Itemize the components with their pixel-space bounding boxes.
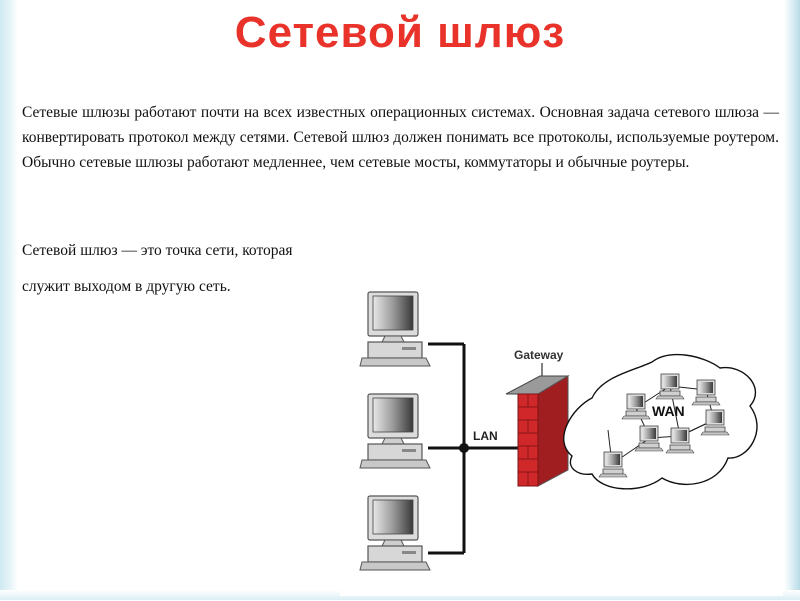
computer-icon — [359, 393, 431, 469]
lan-label: LAN — [473, 429, 498, 443]
computer-icon — [359, 495, 431, 571]
definition-line-2: служит выходом в другую сеть. — [22, 278, 231, 295]
cloud-network-icon: WAN — [563, 353, 758, 490]
network-diagram: LAN Gateway — [340, 290, 783, 596]
body-paragraph: Сетевые шлюзы работают почти на всех изв… — [22, 104, 779, 171]
definition-line-1: Сетевой шлюз — это точка сети, которая — [22, 242, 293, 259]
firewall-icon — [505, 375, 570, 487]
gateway-label: Gateway — [514, 348, 564, 362]
slide-frame-left — [0, 0, 18, 600]
computer-icon — [359, 291, 431, 367]
slide-frame-right — [784, 0, 800, 600]
slide-title: Сетевой шлюз — [234, 8, 566, 57]
lan-wiring — [428, 342, 518, 555]
wan-label: WAN — [652, 403, 685, 419]
lan-junction — [459, 443, 469, 453]
